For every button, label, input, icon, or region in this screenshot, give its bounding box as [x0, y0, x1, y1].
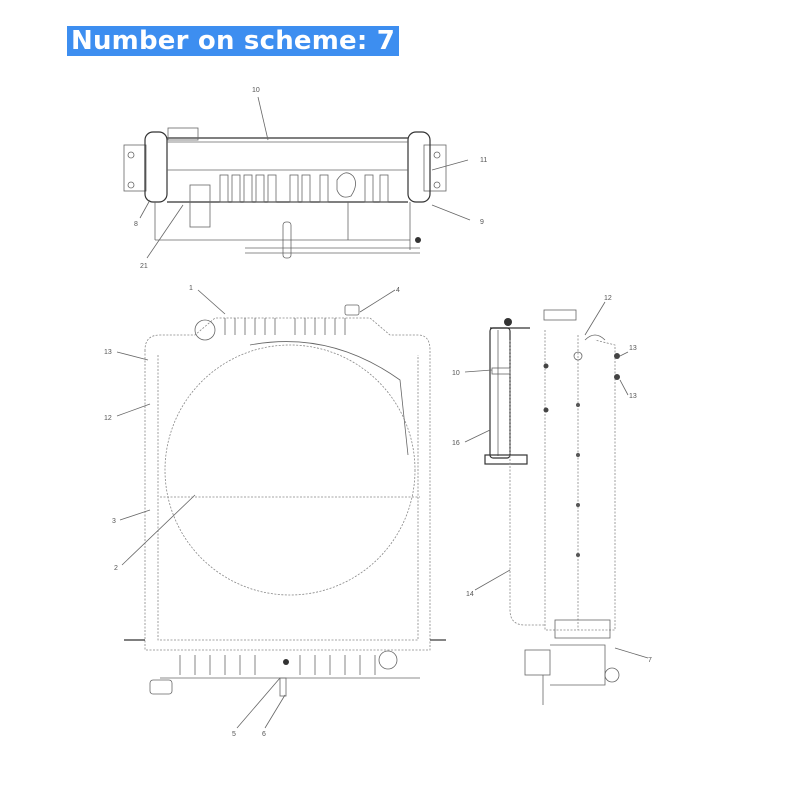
- side-view-leaders: [464, 301, 649, 659]
- label-13-side: 13: [629, 345, 637, 352]
- label-11: 11: [480, 157, 487, 164]
- front-view-leaders: [116, 289, 396, 729]
- label-10-top: 10: [252, 87, 260, 94]
- label-8: 8: [134, 221, 138, 228]
- label-5: 5: [232, 731, 236, 738]
- label-14: 14: [466, 591, 474, 598]
- label-1: 1: [189, 285, 193, 292]
- front-view: [124, 304, 446, 697]
- label-2: 2: [114, 565, 118, 572]
- label-21: 21: [140, 263, 148, 270]
- scheme-number-title: Number on scheme: 7: [67, 26, 400, 56]
- label-10-side: 10: [452, 370, 460, 377]
- label-4: 4: [396, 287, 400, 294]
- label-16: 16: [452, 440, 460, 447]
- label-12-front: 12: [104, 415, 112, 422]
- label-13-side-b: 13: [629, 393, 637, 400]
- label-12-side: 12: [604, 295, 612, 302]
- top-view-leaders: [139, 96, 471, 259]
- label-9: 9: [480, 219, 484, 226]
- label-3: 3: [112, 518, 116, 525]
- label-13-front: 13: [104, 349, 112, 356]
- label-6: 6: [262, 731, 266, 738]
- top-view: [123, 127, 447, 259]
- side-view: [484, 309, 620, 705]
- label-7: 7: [648, 657, 652, 664]
